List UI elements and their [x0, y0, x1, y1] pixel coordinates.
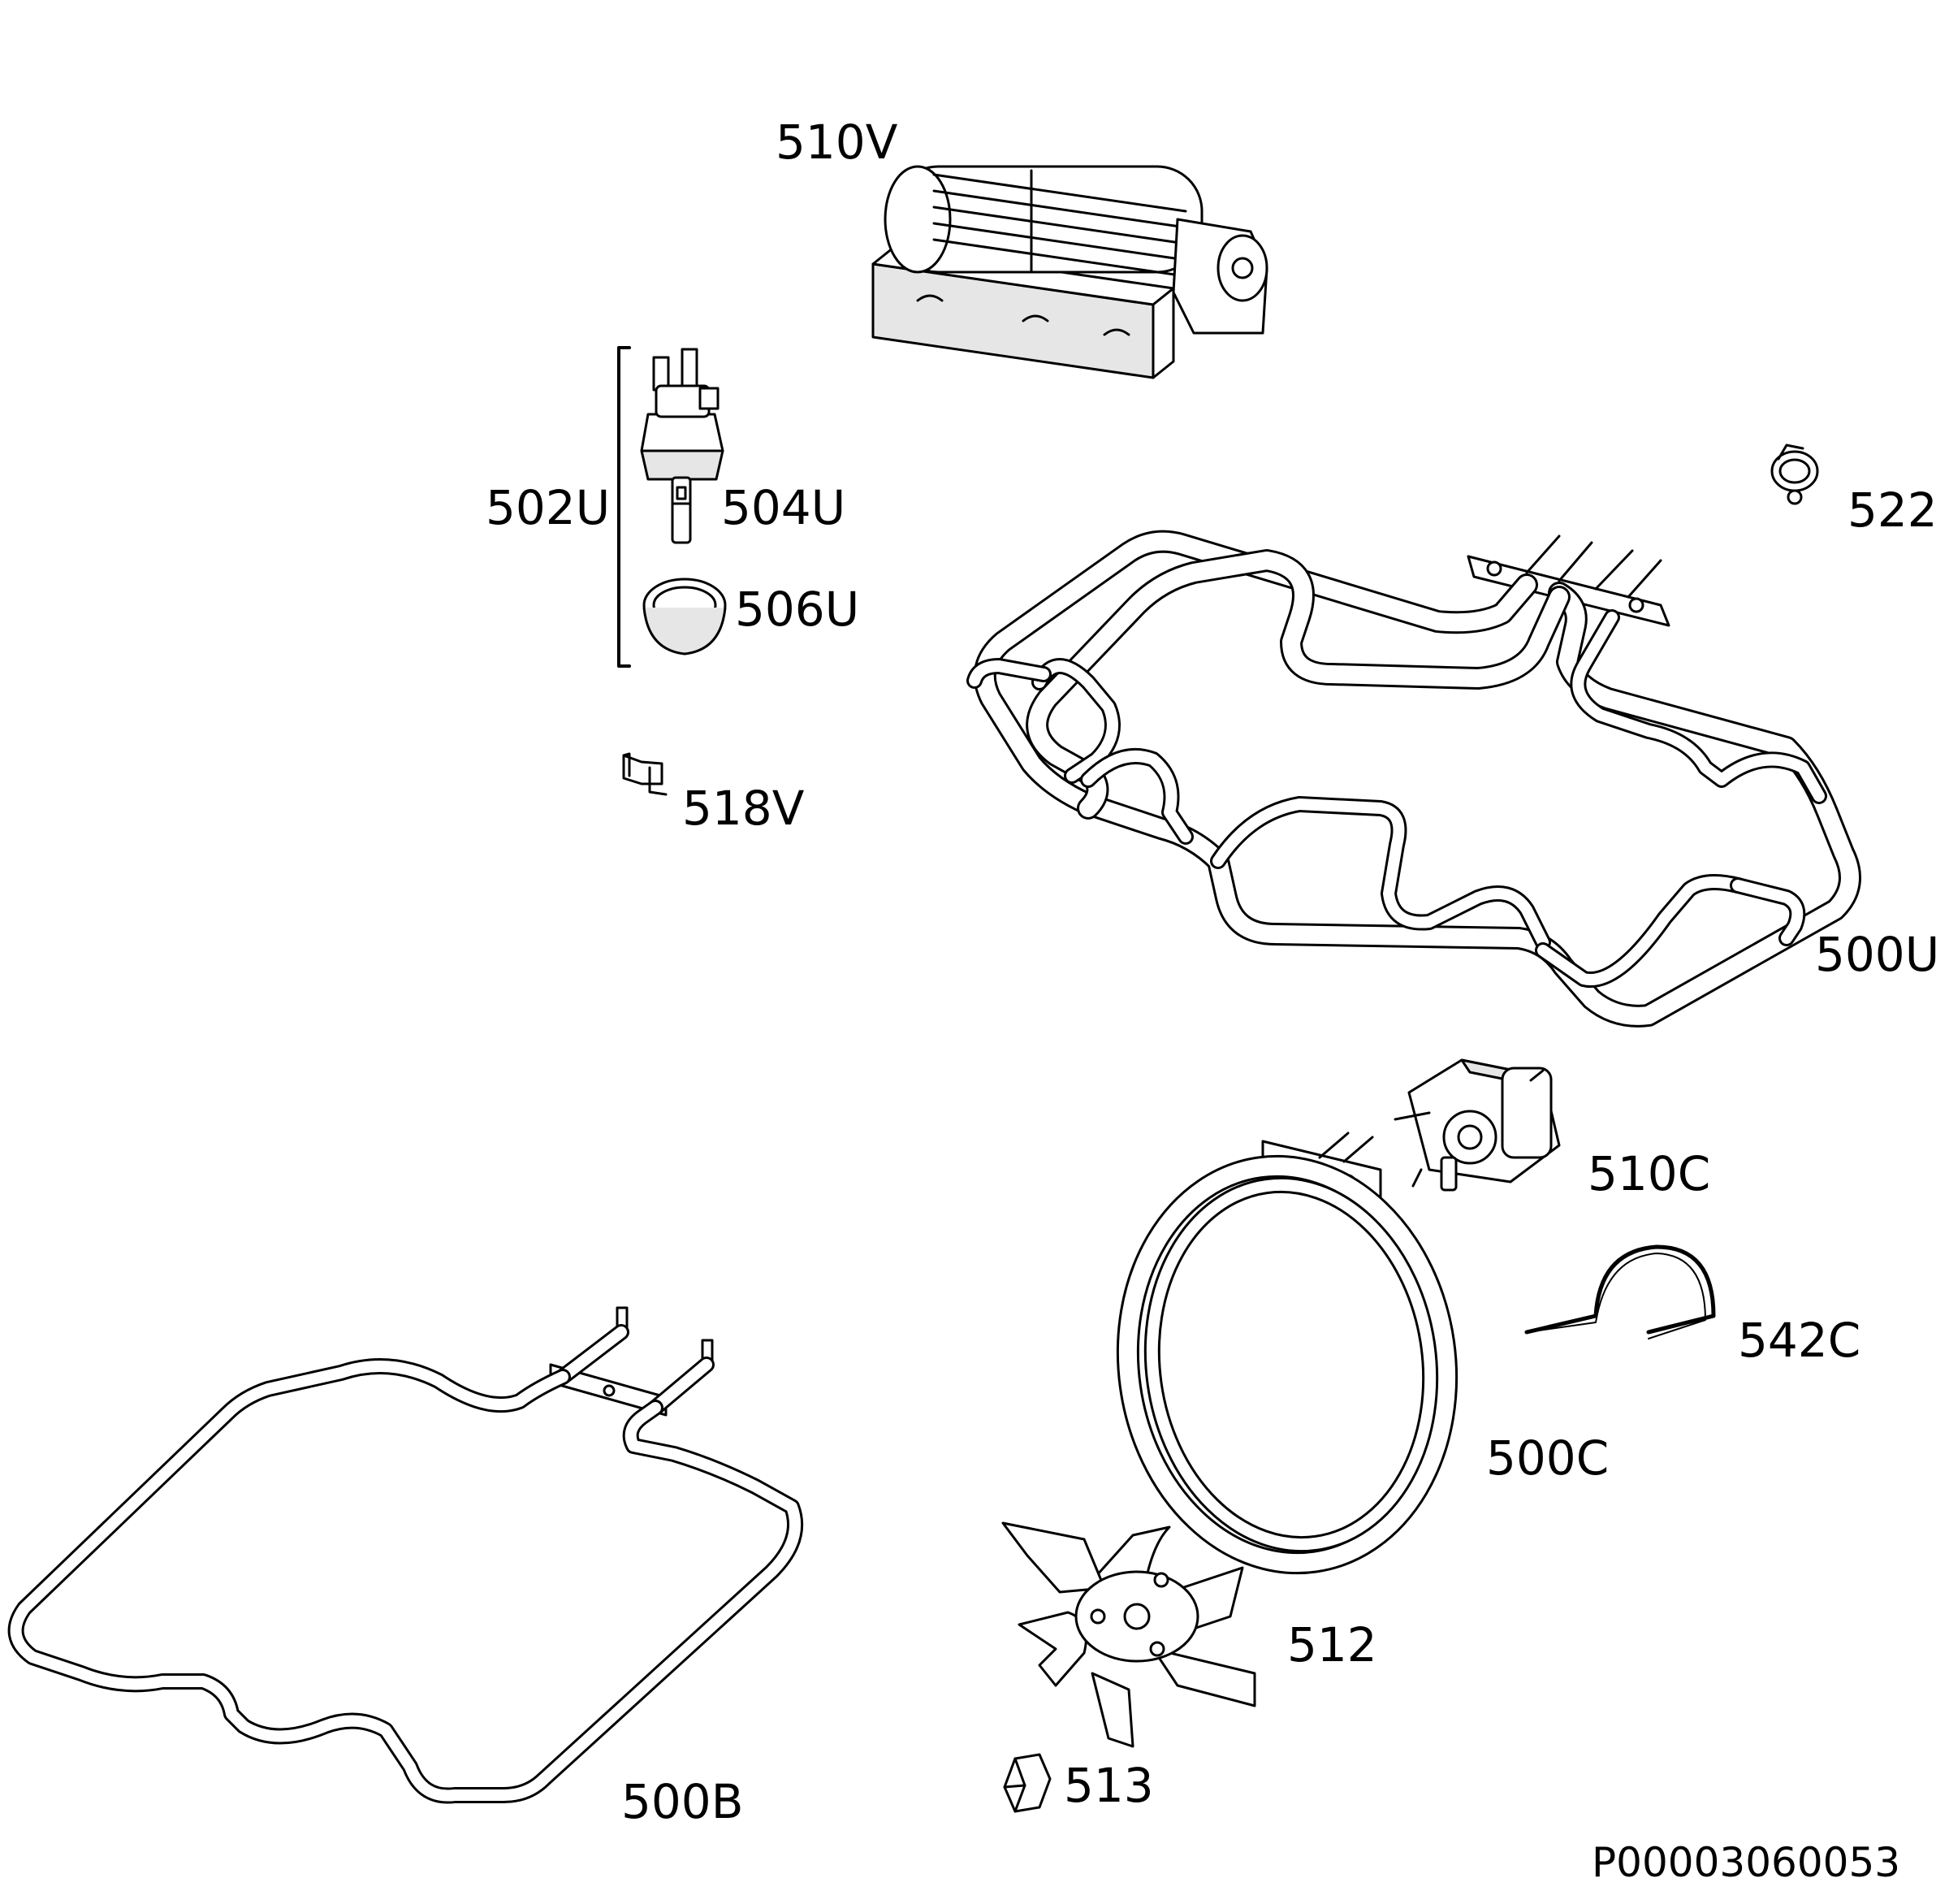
label-500C: 500C: [1486, 1430, 1609, 1486]
label-510V: 510V: [776, 115, 898, 170]
label-542C: 542C: [1738, 1313, 1860, 1368]
part-510V-cooling-fan: [871, 165, 1268, 379]
part-504U-terminal: [671, 476, 692, 544]
label-522: 522: [1847, 482, 1938, 538]
part-518V-clip: [622, 752, 668, 796]
label-510C: 510C: [1588, 1146, 1710, 1201]
part-500C-circular-element: [1116, 1132, 1459, 1575]
part-500U-grill-element: [966, 530, 1861, 1028]
part-506U-lamp-cover: [642, 578, 727, 656]
part-lamp-holder: [640, 348, 724, 481]
part-510C-fan-motor: [1394, 1058, 1561, 1192]
drawing-id: P00003060053: [1592, 1839, 1900, 1886]
label-500B: 500B: [621, 1774, 744, 1829]
part-513-nut: [1003, 1753, 1052, 1813]
label-504U: 504U: [721, 480, 845, 535]
label-518V: 518V: [682, 781, 805, 836]
label-500U: 500U: [1815, 927, 1939, 982]
part-542C-clip: [1524, 1244, 1716, 1339]
group-bracket-502U: [617, 346, 631, 668]
part-500B-bottom-element: [7, 1306, 804, 1804]
part-512-fan-blade: [1001, 1521, 1256, 1748]
part-522-clamp: [1770, 444, 1819, 505]
label-513: 513: [1064, 1758, 1154, 1813]
label-502U: 502U: [486, 480, 610, 535]
label-506U: 506U: [735, 582, 859, 637]
label-512: 512: [1287, 1617, 1377, 1672]
